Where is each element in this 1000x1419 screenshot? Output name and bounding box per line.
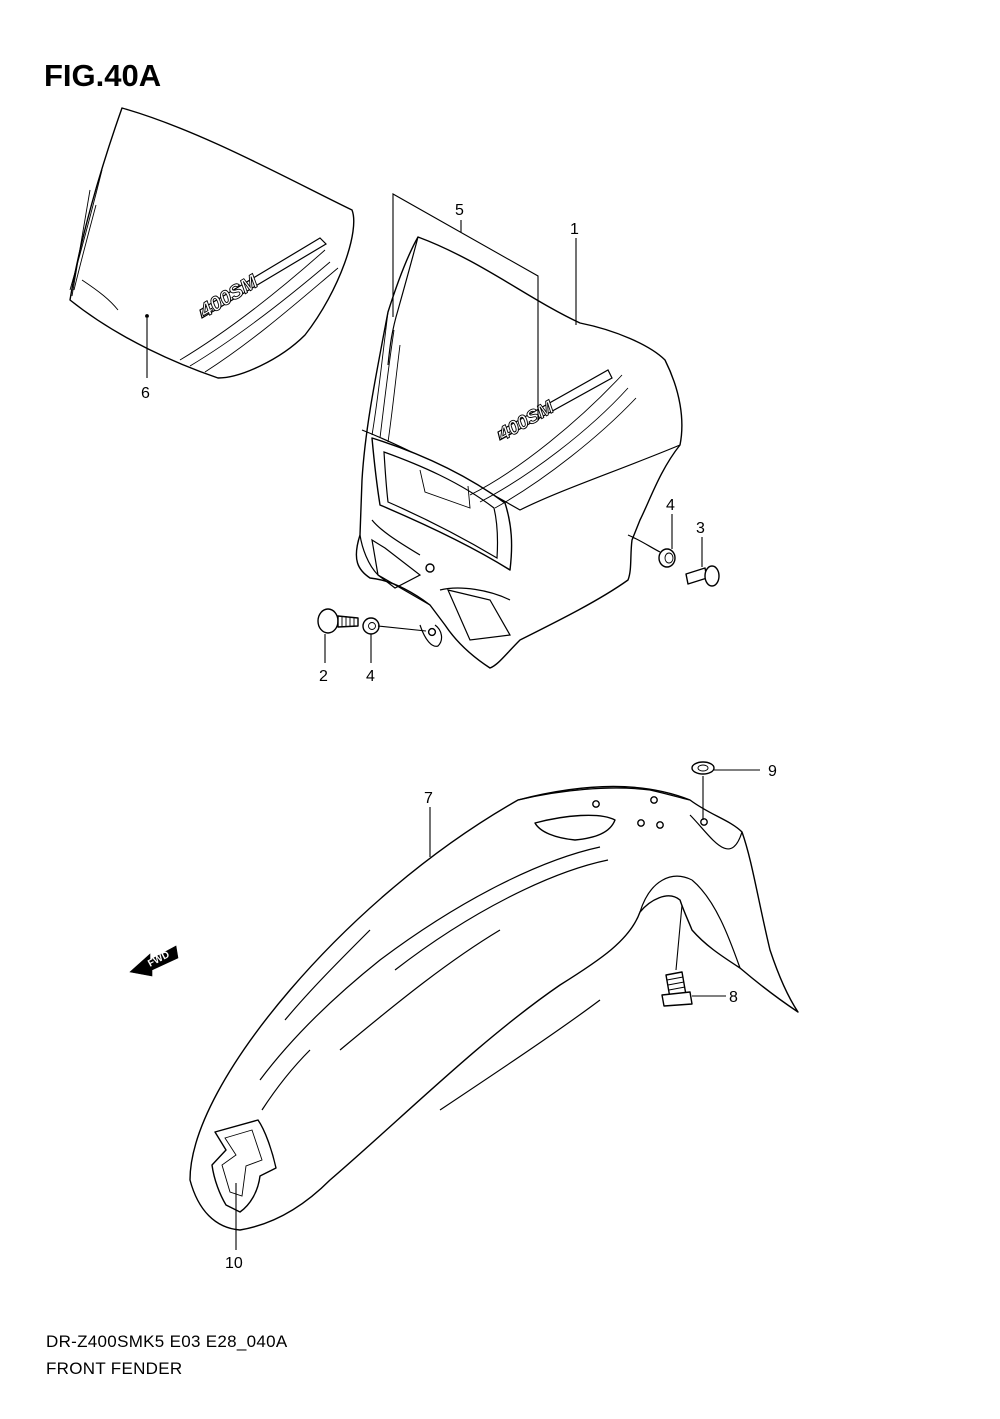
callout-4-upper[interactable]: 4 xyxy=(666,497,675,514)
callout-7[interactable]: 7 xyxy=(424,790,433,807)
figure-title: FIG.40A xyxy=(44,58,162,93)
section-name: FRONT FENDER xyxy=(46,1359,183,1378)
callout-10[interactable]: 10 xyxy=(225,1255,243,1272)
part-4-grommet-upper[interactable] xyxy=(658,548,676,568)
part-8-flange-bolt[interactable] xyxy=(661,971,693,1007)
part-3-screw[interactable] xyxy=(685,565,720,587)
part-2-bolt[interactable] xyxy=(317,608,359,634)
callout-2[interactable]: 2 xyxy=(319,668,328,685)
leader-lines xyxy=(146,193,760,1250)
callout-5[interactable]: 5 xyxy=(455,202,464,219)
callout-1[interactable]: 1 xyxy=(570,221,579,238)
part-7-front-fender[interactable] xyxy=(189,785,799,1231)
callout-9[interactable]: 9 xyxy=(768,763,777,780)
callout-3[interactable]: 3 xyxy=(696,520,705,537)
callout-8[interactable]: 8 xyxy=(729,989,738,1006)
fwd-direction-arrow: FWD xyxy=(129,945,179,977)
part-6-headlight-decal[interactable]: 400SM xyxy=(69,107,355,379)
part-1-headlight-cover[interactable]: 400SM xyxy=(355,236,683,669)
part-4-grommet-lower[interactable] xyxy=(362,617,380,635)
model-code: DR-Z400SMK5 E03 E28_040A xyxy=(46,1332,288,1351)
callout-6[interactable]: 6 xyxy=(141,385,150,402)
callout-labels: 1 2 3 4 4 5 6 7 8 9 10 xyxy=(141,202,777,1272)
callout-4-lower[interactable]: 4 xyxy=(366,668,375,685)
part-9-clip-nut[interactable] xyxy=(691,761,715,775)
